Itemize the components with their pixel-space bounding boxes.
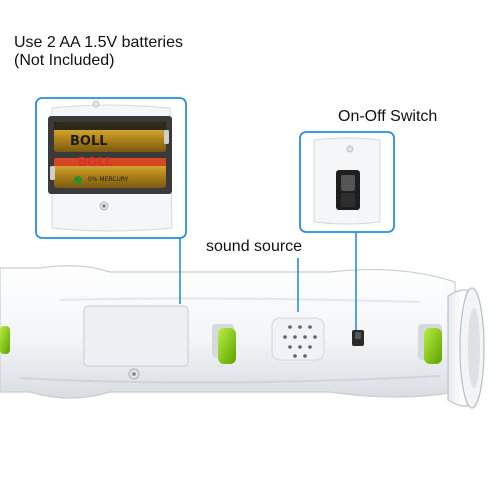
sound-source-caption: sound source [206, 238, 303, 255]
battery-caption: Use 2 AA 1.5V batteries (Not Included) [14, 34, 183, 70]
battery-caption-line1: Use 2 AA 1.5V batteries [14, 34, 183, 51]
switch-on-body [352, 330, 364, 346]
battery-cover [83, 305, 189, 380]
battery-caption-line2: (Not Included) [14, 52, 115, 69]
battery-brand-top: BOLL [70, 134, 108, 149]
green-key-middle [212, 324, 236, 364]
switch-inset [299, 131, 395, 233]
speaker-grill [271, 317, 325, 361]
end-cap [447, 287, 485, 409]
battery-mercury-label: 0% MERCURY [88, 176, 129, 183]
switch-caption: On-Off Switch [338, 108, 438, 125]
battery-inset: BOLL BOLL 0% MERCURY [35, 97, 187, 239]
green-key-right [418, 324, 442, 364]
battery-brand-bottom: BOLL [78, 155, 113, 169]
green-key-left [0, 326, 10, 354]
